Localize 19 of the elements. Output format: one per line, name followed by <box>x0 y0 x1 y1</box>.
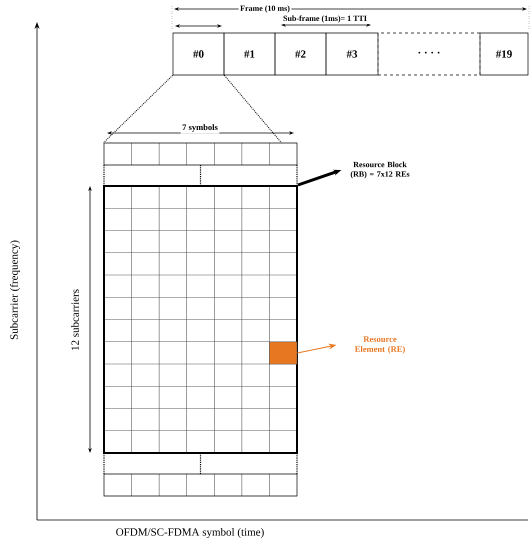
dimension-label: Frame (10 ms) <box>238 4 292 14</box>
subframe-box: #2 <box>274 32 326 76</box>
subframe-box: #0 <box>172 32 224 76</box>
leader-line <box>224 74 282 144</box>
axis-label: Subcarrier (frequency) <box>10 240 20 340</box>
axis-label: OFDM/SC-FDMA symbol (time) <box>116 528 264 538</box>
subframe-box: · · · · <box>378 32 480 76</box>
dimension-label: 7 symbols <box>180 122 220 134</box>
subframe-box: #1 <box>224 32 276 76</box>
leader-line <box>103 74 174 144</box>
resource-element-cell <box>269 342 298 364</box>
callout-text: Resource Block (RB) = 7x12 REs <box>350 162 410 178</box>
subframe-box: #19 <box>480 32 528 76</box>
dimension-label: 12 subcarriers <box>71 289 79 350</box>
subframe-box: #3 <box>326 32 378 76</box>
symbol-row <box>104 142 298 166</box>
callout-text: Resource Element (RE) <box>354 336 405 354</box>
dimension-label: Sub-frame (1ms)= 1 TTI <box>282 14 368 24</box>
resource-block-grid <box>103 185 298 454</box>
